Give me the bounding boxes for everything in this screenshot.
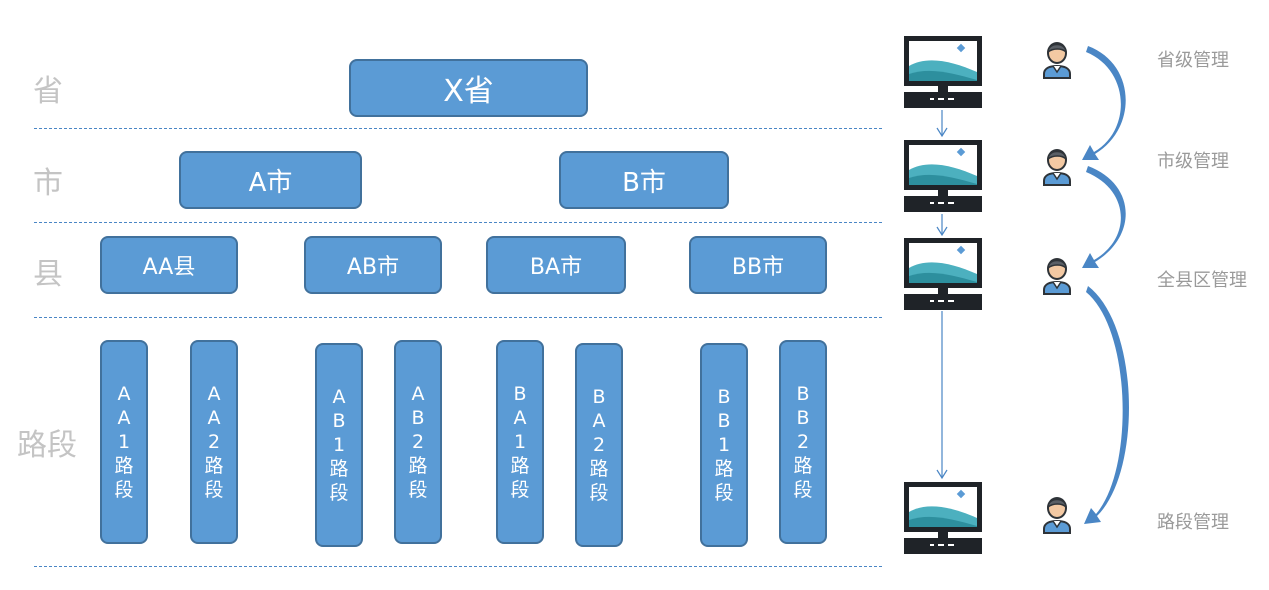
node-segment-ab1: AB1路段 — [315, 343, 363, 547]
computer-arrow — [936, 110, 948, 480]
computer-icon — [904, 36, 982, 108]
segment-label: AB1路段 — [329, 386, 349, 504]
segment-label: BA1路段 — [510, 383, 530, 501]
computer-icon — [904, 140, 982, 212]
level-label-province: 省 — [33, 74, 63, 109]
user-arrow — [1082, 46, 1129, 524]
node-county-ab: AB市 — [304, 236, 442, 294]
role-label-county: 全县区管理 — [1157, 270, 1247, 291]
node-segment-ab2: AB2路段 — [394, 340, 442, 544]
divider-bottom — [34, 566, 882, 567]
level-label-segment: 路段 — [17, 428, 77, 463]
computer-icon — [904, 482, 982, 554]
node-segment-aa2: AA2路段 — [190, 340, 238, 544]
user-icon — [1043, 497, 1071, 534]
segment-label: AB2路段 — [408, 383, 428, 501]
divider-province-city — [34, 128, 882, 129]
segment-label: BB2路段 — [793, 383, 813, 501]
user-icon — [1043, 258, 1071, 295]
node-county-aa: AA县 — [100, 236, 238, 294]
role-label-province: 省级管理 — [1157, 50, 1229, 71]
role-label-city: 市级管理 — [1157, 151, 1229, 172]
node-segment-ba1: BA1路段 — [496, 340, 544, 544]
node-county-ba: BA市 — [486, 236, 626, 294]
node-segment-ba2: BA2路段 — [575, 343, 623, 547]
node-county-bb: BB市 — [689, 236, 827, 294]
level-label-county: 县 — [33, 257, 63, 292]
user-icon — [1043, 42, 1071, 79]
role-label-segment: 路段管理 — [1157, 512, 1229, 533]
divider-city-county — [34, 222, 882, 223]
user-icon — [1043, 149, 1071, 186]
node-province: X省 — [349, 59, 588, 117]
level-label-city: 市 — [33, 166, 63, 201]
node-segment-aa1: AA1路段 — [100, 340, 148, 544]
node-segment-bb2: BB2路段 — [779, 340, 827, 544]
node-city-b: B市 — [559, 151, 729, 209]
segment-label: AA2路段 — [204, 383, 224, 501]
divider-county-segment — [34, 317, 882, 318]
node-segment-bb1: BB1路段 — [700, 343, 748, 547]
computer-icon — [904, 238, 982, 310]
segment-label: AA1路段 — [114, 383, 134, 501]
segment-label: BB1路段 — [714, 386, 734, 504]
segment-label: BA2路段 — [589, 386, 609, 504]
node-city-a: A市 — [179, 151, 362, 209]
